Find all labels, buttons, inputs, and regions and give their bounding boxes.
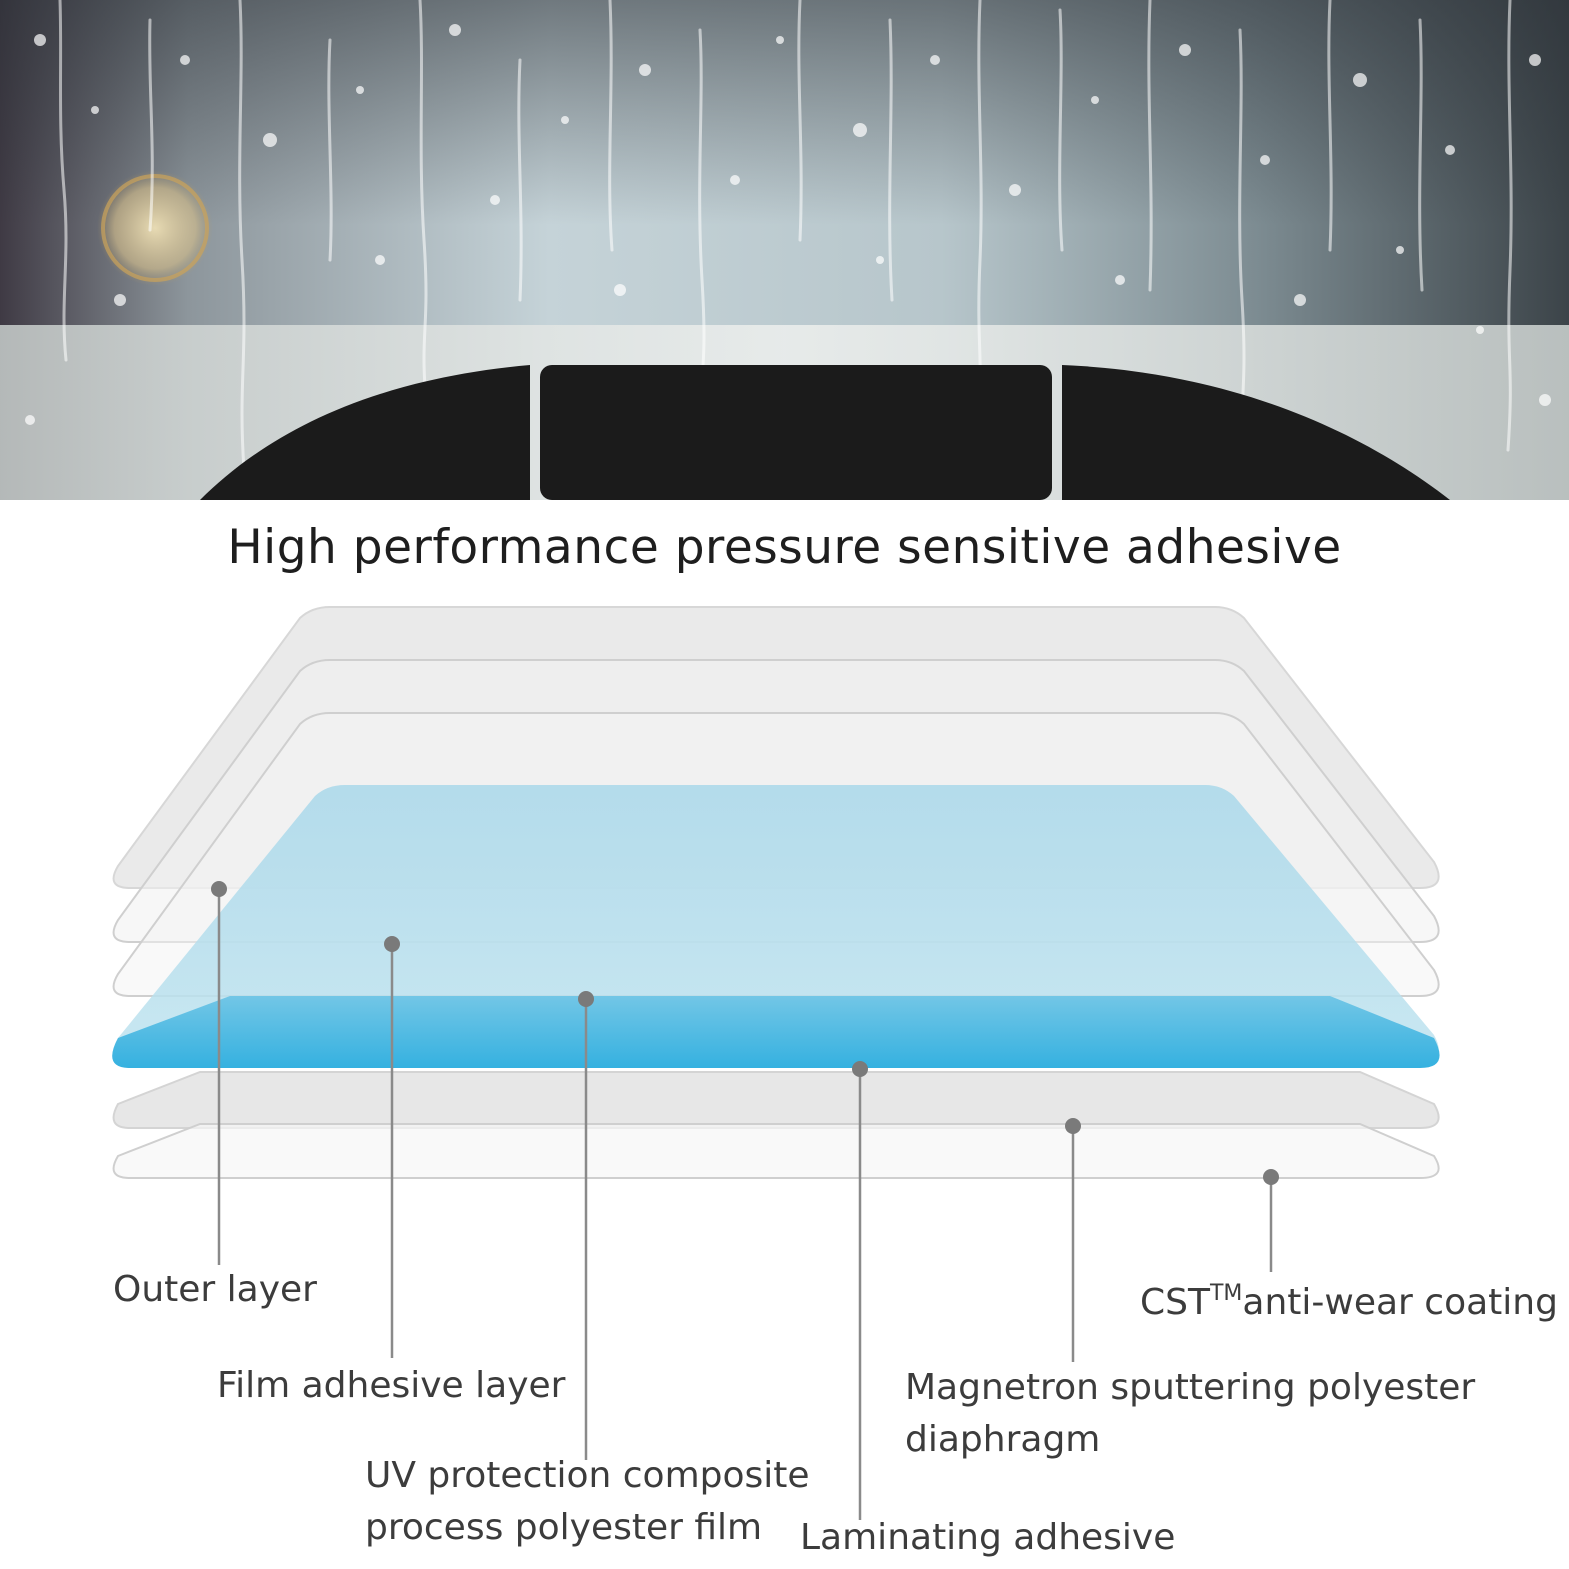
label-magnetron: Magnetron sputtering polyester diaphragm (905, 1362, 1475, 1466)
label-film-adhesive-text: Film adhesive layer (217, 1365, 566, 1406)
layer-diagram (0, 580, 1569, 1569)
rain-scene-illustration (0, 0, 1569, 500)
leader-lines (217, 889, 1273, 1520)
label-magnetron-line-2: diaphragm (905, 1419, 1101, 1460)
label-outer-layer: Outer layer (113, 1264, 317, 1316)
layer-blue-band (112, 996, 1440, 1068)
label-cst-prefix: CST (1140, 1282, 1210, 1323)
rainy-mirror-photo (0, 0, 1569, 500)
layer-magnetron (112, 1071, 1440, 1129)
leader-dots (211, 881, 1279, 1185)
layer-stack-illustration (112, 606, 1440, 1520)
label-cst-coating: CSTTManti-wear coating (1140, 1277, 1558, 1329)
label-cst-suffix: anti-wear coating (1242, 1282, 1558, 1323)
label-film-adhesive-layer: Film adhesive layer (217, 1360, 565, 1412)
layer-cst-coating (112, 1123, 1440, 1179)
label-magnetron-line-1: Magnetron sputtering polyester (905, 1367, 1476, 1408)
rearview-mirror-films (200, 365, 1450, 500)
label-outer-layer-text: Outer layer (113, 1269, 317, 1310)
label-uv-line-2: process polyester film (365, 1507, 763, 1548)
headline: High performance pressure sensitive adhe… (227, 520, 1342, 575)
layer-light-blue (113, 785, 1439, 1060)
label-laminating-adhesive: Laminating adhesive (800, 1512, 1175, 1564)
label-cst-trademark: TM (1209, 1281, 1243, 1306)
label-laminating-text: Laminating adhesive (800, 1517, 1176, 1558)
label-uv-protection: UV protection composite process polyeste… (365, 1450, 810, 1554)
label-uv-line-1: UV protection composite (365, 1455, 810, 1496)
